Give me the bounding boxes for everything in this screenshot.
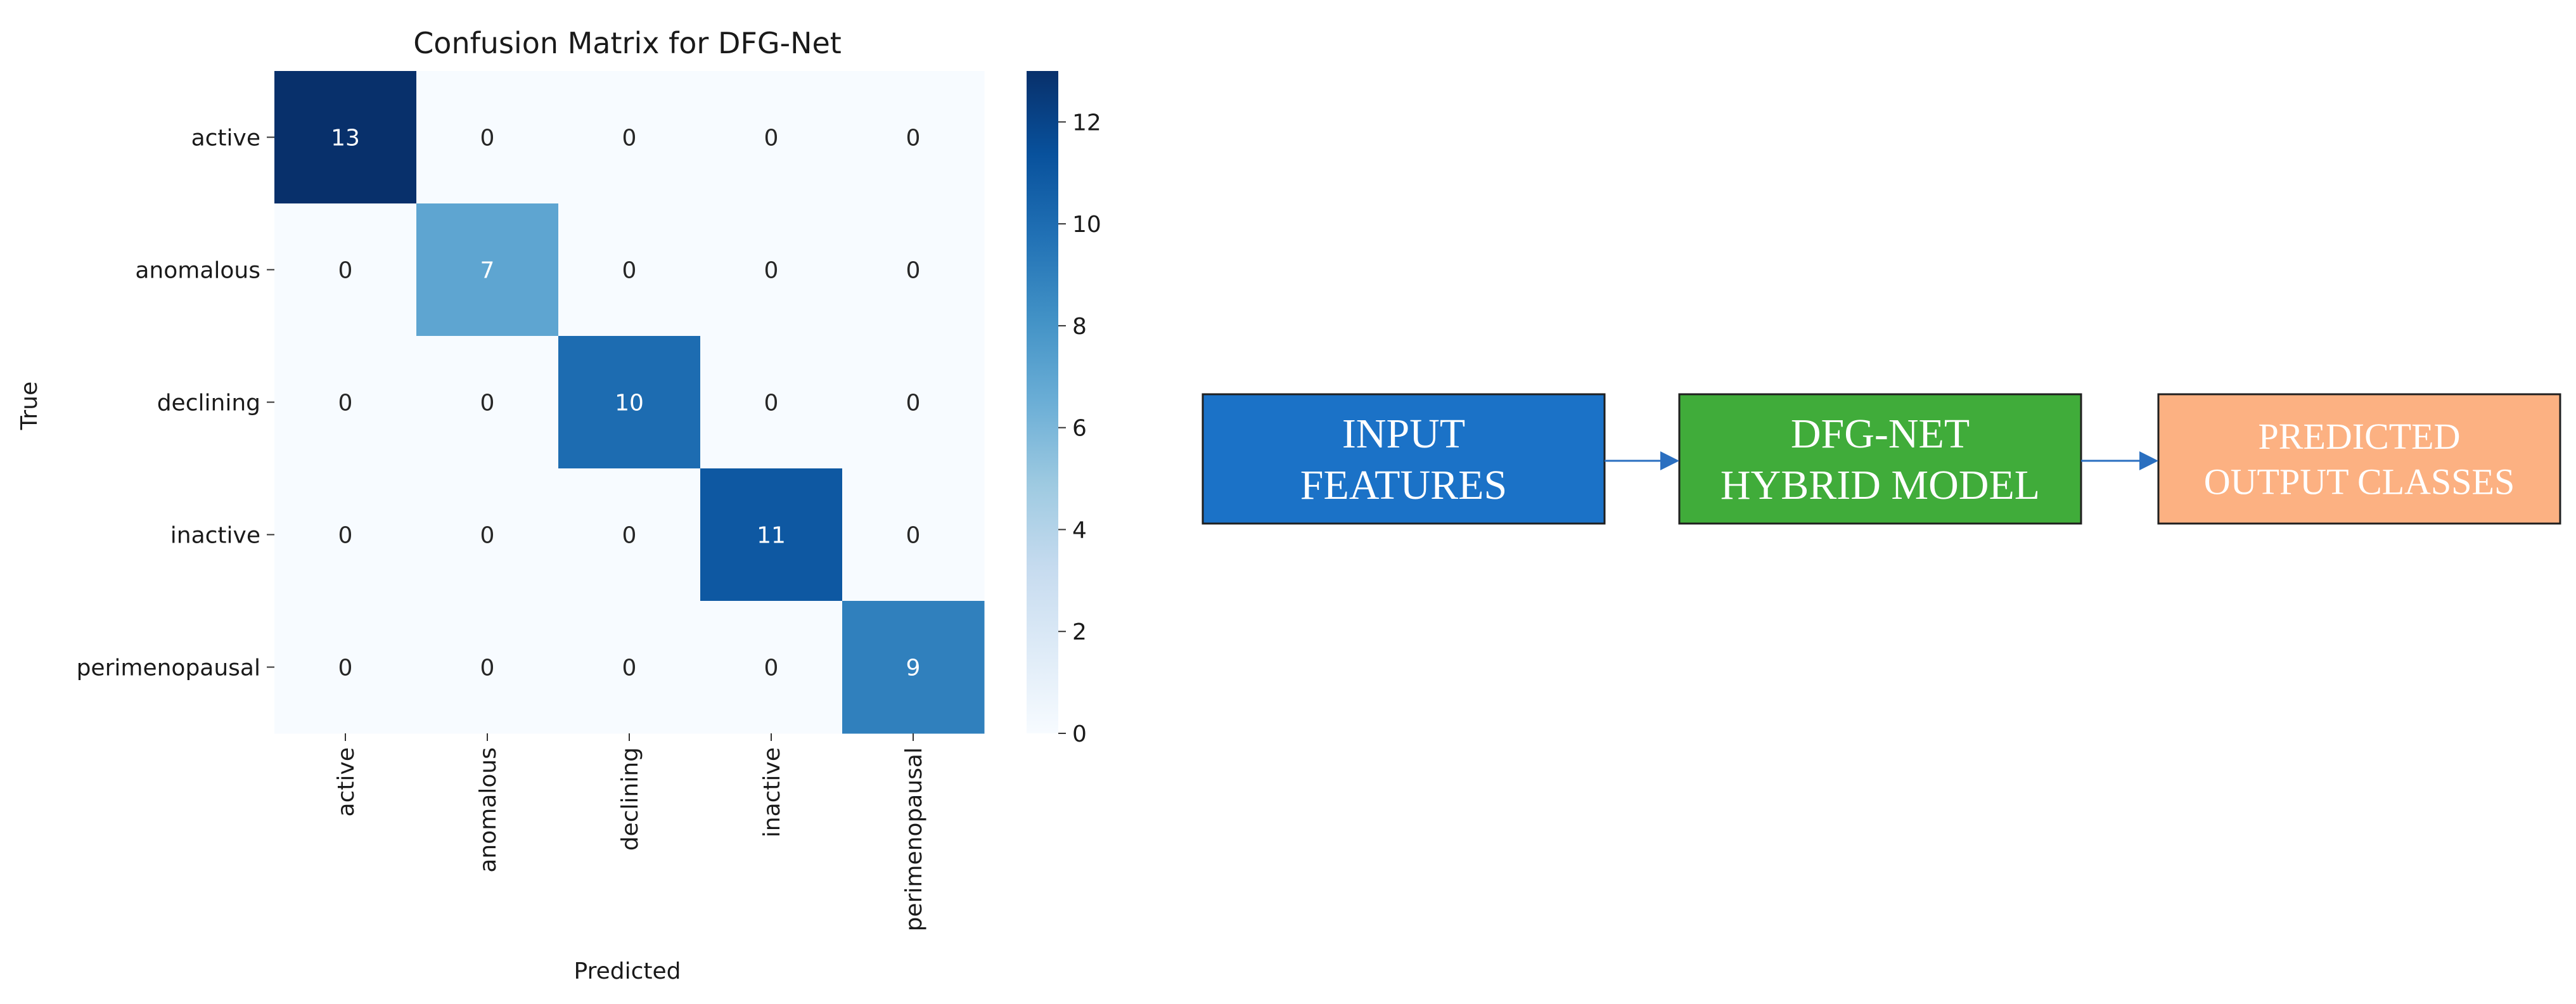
cell-value-label: 9 bbox=[906, 655, 921, 681]
flow-diagram: INPUT FEATURES DFG-NET HYBRID MODEL PREDICTE… bbox=[1201, 393, 2561, 525]
x-tick-label: active bbox=[333, 747, 359, 816]
diagram-box-shape bbox=[1678, 393, 2082, 525]
cell-value-label: 0 bbox=[764, 655, 779, 681]
y-tick-label: perimenopausal bbox=[77, 655, 260, 681]
cell-value-label: 0 bbox=[622, 126, 637, 151]
cell-value-label: 0 bbox=[622, 523, 637, 549]
cell-value-label: 0 bbox=[764, 258, 779, 284]
heatmap-cell bbox=[842, 601, 985, 734]
heatmap-cell bbox=[700, 71, 843, 204]
heatmap-cell bbox=[416, 71, 559, 204]
cell-value-label: 13 bbox=[331, 126, 360, 151]
heatmap-cell bbox=[274, 468, 417, 602]
heatmap-cell bbox=[700, 336, 843, 469]
heatmap-cell bbox=[416, 601, 559, 734]
diagram-box-label: FEATURES bbox=[1300, 462, 1507, 508]
colorbar-tick-label: 10 bbox=[1072, 212, 1101, 238]
colorbar: 0 2 4 6 8 10 12 bbox=[1027, 71, 1101, 747]
diagram-box-label: DFG-NET bbox=[1791, 411, 1970, 457]
heatmap-cell bbox=[700, 601, 843, 734]
heatmap-cell bbox=[842, 336, 985, 469]
cell-value-label: 0 bbox=[764, 390, 779, 416]
colorbar-tick-label: 6 bbox=[1072, 416, 1087, 442]
cell-value-label: 0 bbox=[338, 390, 353, 416]
colorbar-tick-label: 8 bbox=[1072, 314, 1087, 340]
heatmap-cell bbox=[842, 203, 985, 337]
heatmap-cell bbox=[558, 336, 701, 469]
cell-value-label: 0 bbox=[906, 258, 921, 284]
cell-value-label: 0 bbox=[622, 655, 637, 681]
heatmap-cell bbox=[842, 71, 985, 204]
heatmap-cell bbox=[274, 601, 417, 734]
y-axis-label: True bbox=[16, 382, 42, 430]
diagram-box-label: PREDICTED bbox=[2259, 416, 2461, 457]
cell-value-label: 0 bbox=[906, 523, 921, 549]
cell-value-label: 0 bbox=[622, 258, 637, 284]
heatmap-cell bbox=[416, 336, 559, 469]
y-axis-ticks: active anomalous declining inactive perimeno… bbox=[77, 126, 274, 681]
cell-value-label: 0 bbox=[480, 390, 495, 416]
heatmap-cell bbox=[558, 203, 701, 337]
cell-value-label: 0 bbox=[480, 126, 495, 151]
heatmap-cell bbox=[842, 468, 985, 602]
cell-value-label: 0 bbox=[338, 523, 353, 549]
heatmap-cell bbox=[558, 468, 701, 602]
colorbar-tick-label: 0 bbox=[1072, 721, 1087, 747]
cell-value-label: 11 bbox=[757, 523, 786, 549]
x-axis-ticks: active anomalous declining inactive perimeno… bbox=[333, 733, 927, 931]
heatmap-cell bbox=[700, 203, 843, 337]
x-tick-label: declining bbox=[617, 747, 643, 851]
colorbar-tick-label: 12 bbox=[1072, 110, 1101, 136]
diagram-box-label: INPUT bbox=[1342, 411, 1465, 457]
diagram-box-label: OUTPUT CLASSES bbox=[2204, 461, 2515, 502]
cell-value-label: 0 bbox=[906, 390, 921, 416]
colorbar-tick-label: 4 bbox=[1072, 517, 1087, 543]
cell-value-label: 0 bbox=[906, 126, 921, 151]
y-tick-label: inactive bbox=[170, 523, 260, 549]
heatmap-cell bbox=[274, 71, 417, 204]
diagram-box: INPUT FEATURES bbox=[1201, 393, 1606, 525]
heatmap-cell bbox=[558, 71, 701, 204]
diagram-box-label: HYBRID MODEL bbox=[1721, 462, 2040, 508]
colorbar-gradient bbox=[1027, 71, 1058, 733]
cell-value-label: 0 bbox=[480, 523, 495, 549]
heatmap: 13 0 0 0 0 0 7 0 0 0 0 0 10 0 0 0 0 0 11 0 0 0 0 0 9 bbox=[274, 71, 985, 734]
x-tick-label: inactive bbox=[759, 747, 785, 837]
heatmap-cell bbox=[558, 601, 701, 734]
heatmap-cell bbox=[416, 468, 559, 602]
y-tick-label: active bbox=[191, 126, 260, 151]
x-tick-label: anomalous bbox=[475, 747, 501, 873]
diagram-box: DFG-NET HYBRID MODEL bbox=[1678, 393, 2082, 525]
diagram-box-shape bbox=[1201, 393, 1606, 525]
y-tick-label: declining bbox=[157, 390, 260, 416]
heatmap-cell bbox=[700, 468, 843, 602]
cell-value-label: 10 bbox=[615, 390, 644, 416]
cell-value-label: 0 bbox=[480, 655, 495, 681]
heatmap-cell bbox=[274, 336, 417, 469]
chart-title: Confusion Matrix for DFG-Net bbox=[413, 26, 842, 60]
y-tick-label: anomalous bbox=[135, 258, 260, 284]
heatmap-cell bbox=[416, 203, 559, 337]
x-axis-label: Predicted bbox=[574, 958, 681, 984]
heatmap-cell bbox=[274, 203, 417, 337]
cell-value-label: 0 bbox=[338, 655, 353, 681]
cell-value-label: 0 bbox=[338, 258, 353, 284]
x-tick-label: perimenopausal bbox=[901, 747, 927, 931]
colorbar-tick-label: 2 bbox=[1072, 619, 1087, 645]
cell-value-label: 7 bbox=[480, 258, 495, 284]
cell-value-label: 0 bbox=[764, 126, 779, 151]
diagram-box-shape bbox=[2157, 393, 2561, 525]
